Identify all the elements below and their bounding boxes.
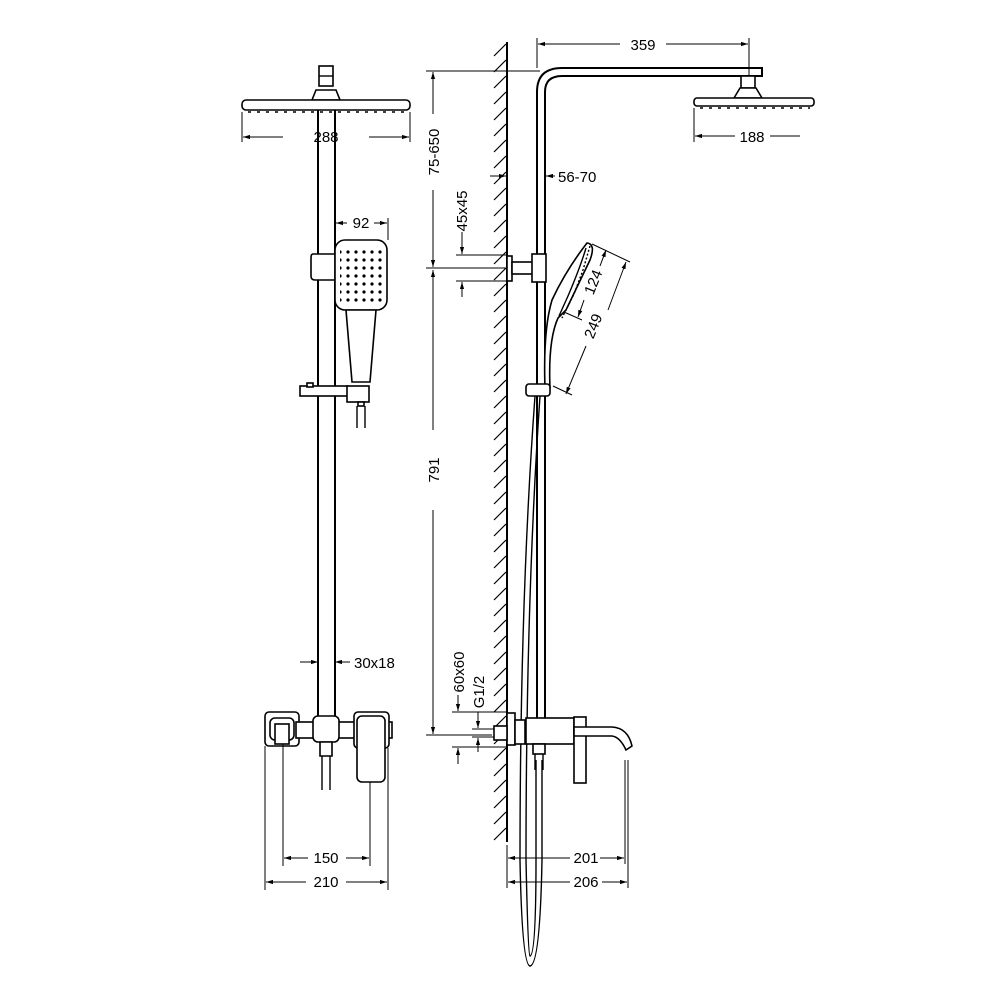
dim-arm-projection: 359 <box>536 37 750 76</box>
dim-label-92: 92 <box>353 215 370 232</box>
dim-overhead-width: 288 <box>241 112 411 146</box>
dim-overhead-depth: 188 <box>693 108 800 146</box>
slider-front <box>299 382 370 428</box>
mixer-front <box>264 711 393 790</box>
dim-rail-section: 30x18 <box>300 655 395 672</box>
overhead-shower-front <box>241 65 411 113</box>
dim-label-288: 288 <box>313 129 338 146</box>
dim-label-206: 206 <box>573 874 598 891</box>
handshower-side <box>543 242 594 389</box>
dim-label-791: 791 <box>426 457 443 482</box>
dim-label-g12: G1/2 <box>471 676 488 709</box>
wall-bracket: 45x45 <box>426 191 547 297</box>
mixer-side <box>493 712 633 784</box>
slider-side <box>525 383 551 397</box>
dim-column-height: 791 <box>426 270 492 736</box>
dim-handshower-width: 92 <box>334 215 389 240</box>
front-view: 288 92 <box>241 65 411 891</box>
handshower-holder <box>310 253 336 281</box>
wall <box>493 42 508 842</box>
rail-front <box>317 110 336 718</box>
dim-depth: 201 206 <box>506 760 629 891</box>
dim-label-45x45: 45x45 <box>454 191 471 232</box>
dim-label-56-70: 56-70 <box>558 169 596 186</box>
dim-adjustable-height: 75-650 <box>426 70 540 267</box>
dim-label-359: 359 <box>630 37 655 54</box>
hose <box>519 395 543 967</box>
dim-mixer: 150 210 <box>264 744 389 891</box>
dim-label-60x60: 60x60 <box>451 652 468 693</box>
dim-handshower-side: 124 249 <box>552 243 631 396</box>
dim-label-75-650: 75-650 <box>426 129 443 176</box>
dim-label-150: 150 <box>313 850 338 867</box>
dim-label-30x18: 30x18 <box>354 655 395 672</box>
handshower-front <box>334 239 388 383</box>
side-view: 359 188 56-70 75-650 <box>426 37 815 967</box>
dim-label-188: 188 <box>739 129 764 146</box>
dim-wall-offset: 56-70 <box>490 169 596 186</box>
dim-flange: 60x60 G1/2 <box>451 652 506 764</box>
column-and-arm <box>536 67 815 718</box>
dim-label-201: 201 <box>573 850 598 867</box>
dim-label-249: 249 <box>581 312 606 342</box>
dim-label-210: 210 <box>313 874 338 891</box>
